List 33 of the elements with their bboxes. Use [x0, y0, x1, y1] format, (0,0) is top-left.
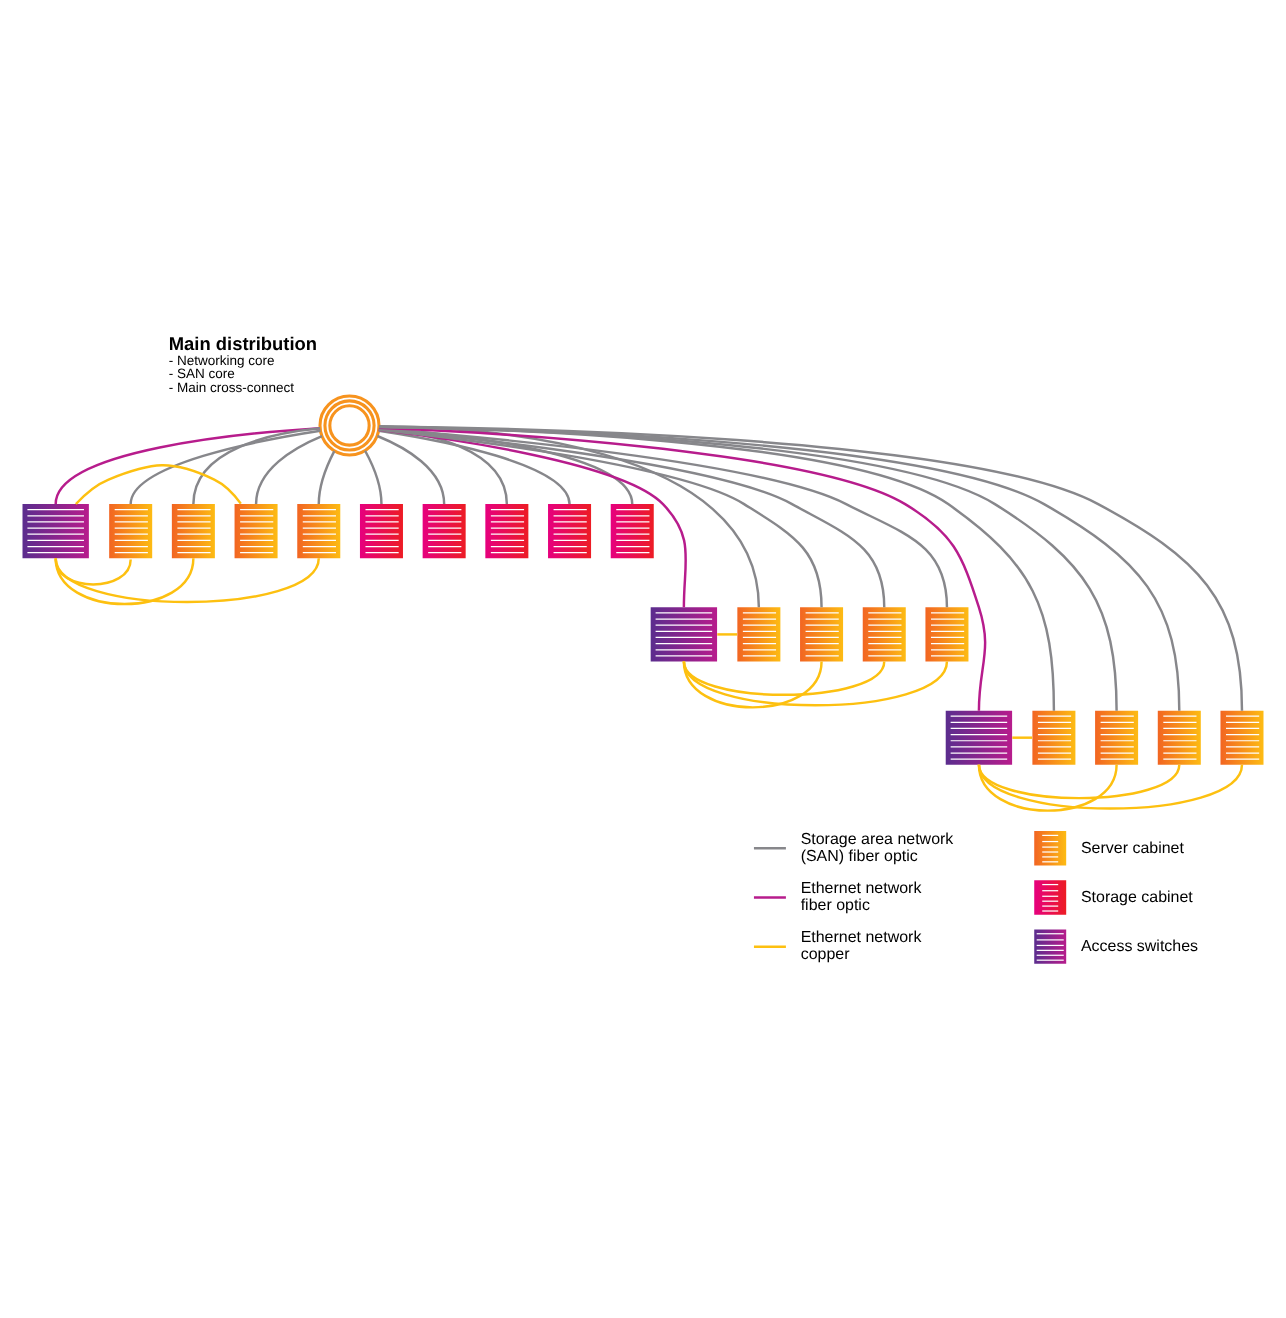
- connector: [54, 426, 320, 505]
- connector: [379, 425, 761, 608]
- connector: [717, 633, 738, 636]
- connector: [54, 557, 195, 606]
- node-box: [1095, 710, 1139, 765]
- node-box: [22, 504, 89, 559]
- connector: [254, 434, 323, 505]
- node-box: [800, 607, 844, 662]
- connector: [75, 464, 242, 505]
- connector: [977, 764, 1118, 812]
- node-label: Main distribution: [168, 334, 318, 355]
- connector: [379, 427, 634, 505]
- node-box: [548, 504, 592, 559]
- connector: [129, 429, 321, 505]
- connector: [54, 559, 132, 586]
- connector: [378, 429, 571, 505]
- connector: [376, 434, 446, 505]
- node-circle: [318, 394, 381, 457]
- node-box: [650, 607, 718, 662]
- connector: [977, 764, 1181, 800]
- connector: [54, 557, 320, 604]
- connector: [977, 764, 1244, 810]
- connector: [1012, 736, 1033, 739]
- connector: [317, 450, 336, 505]
- node-box: [945, 710, 1013, 765]
- connector: [364, 450, 383, 505]
- connector: [378, 428, 688, 608]
- connector: [192, 427, 321, 505]
- node-box: [109, 504, 153, 559]
- connector: [682, 661, 886, 697]
- connector: [682, 661, 823, 709]
- node-box: [297, 504, 341, 559]
- connector: [682, 661, 949, 707]
